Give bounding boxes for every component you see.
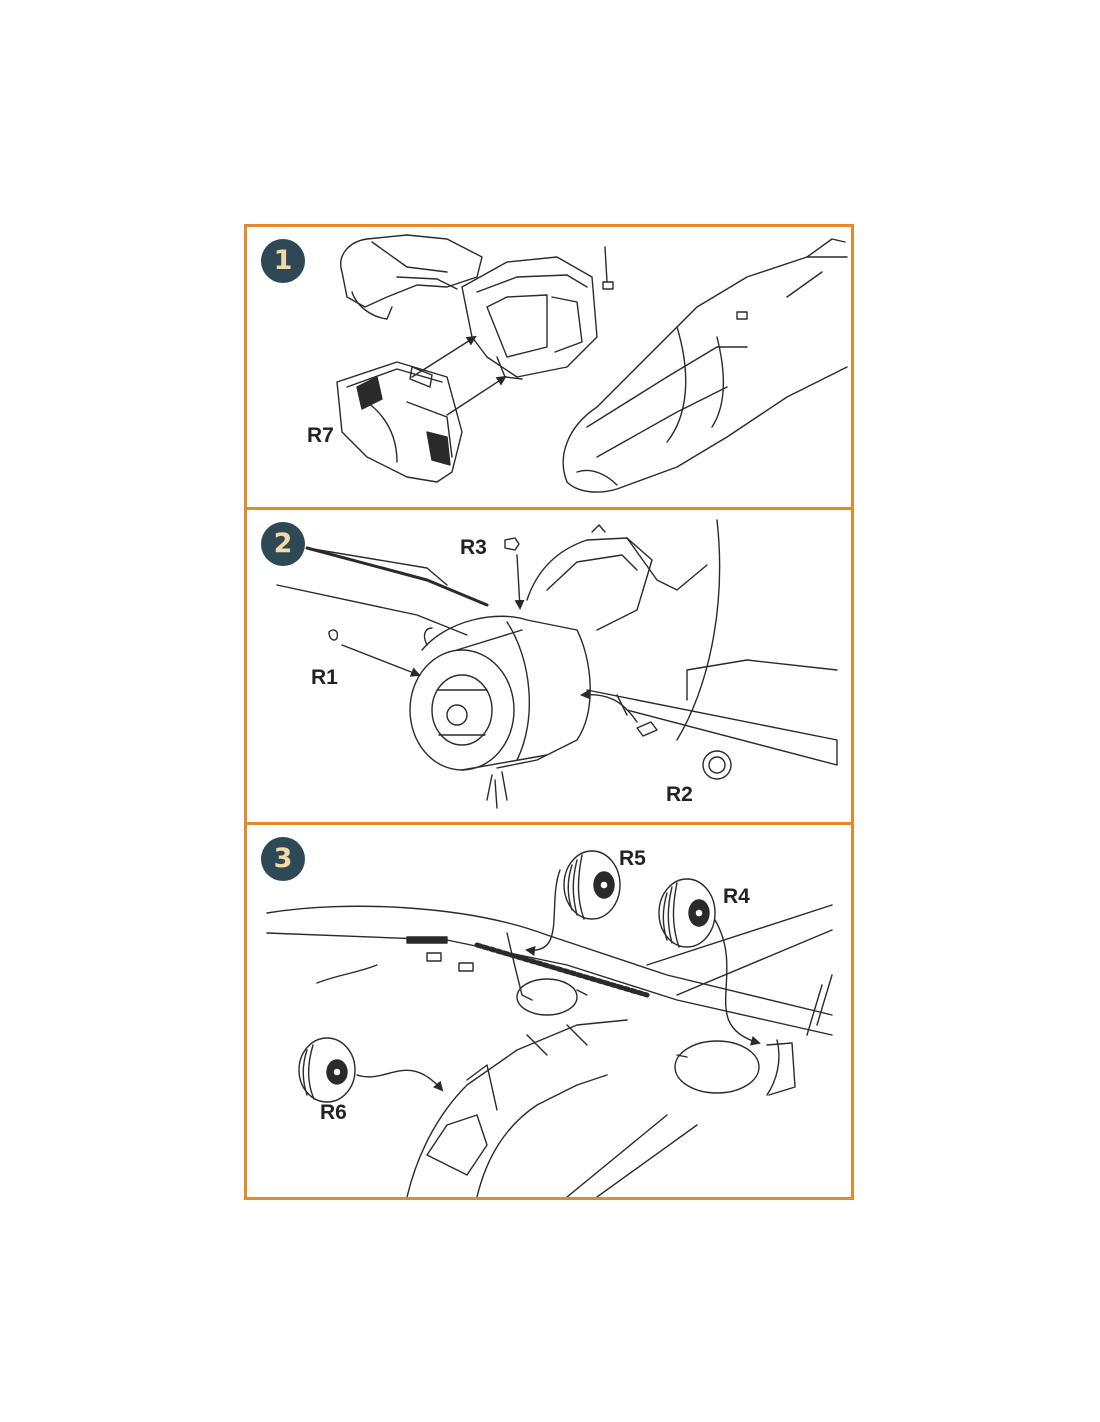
part-label-r4: R4 [723,885,750,908]
part-label-r2: R2 [666,783,693,806]
step-2-drawing [247,510,851,822]
panel-divider [247,822,851,825]
part-label-r1: R1 [311,666,338,689]
part-label-r7: R7 [307,424,334,447]
instruction-sheet: 1 R7 [244,224,854,1200]
part-label-r6: R6 [320,1101,347,1124]
step-3-panel: 3 R5 R4 R6 [247,825,851,1197]
panel-divider [247,507,851,510]
step-1-badge: 1 [261,239,305,283]
step-3-badge: 3 [261,837,305,881]
step-1-drawing [247,227,851,507]
step-2-badge: 2 [261,522,305,566]
step-1-panel: 1 R7 [247,227,851,507]
step-3-drawing [247,825,851,1197]
step-2-panel: 2 R3 R1 R2 [247,510,851,822]
part-label-r5: R5 [619,847,646,870]
part-label-r3: R3 [460,536,487,559]
